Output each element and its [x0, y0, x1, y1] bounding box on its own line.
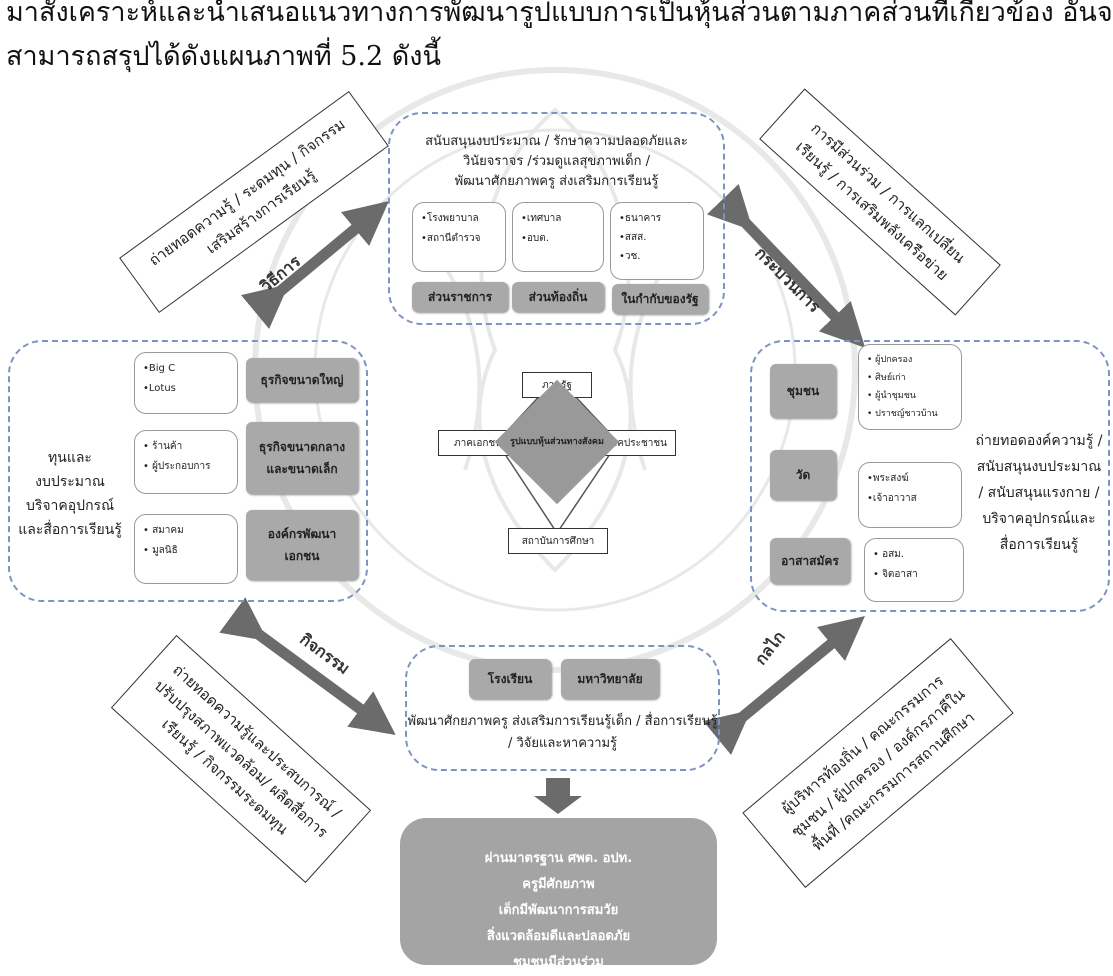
volunteer-card: • อสม. • จิตอาสา	[864, 538, 964, 602]
desc-line: สนับสนุนงบประมาณ / รักษาความปลอดภัยและ	[425, 134, 688, 149]
core-label: รูปแบบหุ้นส่วนทางสังคม	[510, 437, 604, 447]
volunteer-tag: อาสาสมัคร	[770, 538, 850, 584]
government-agency-card: •โรงพยาบาล •สถานีตำรวจ	[412, 202, 506, 272]
university-tag: มหาวิทยาลัย	[561, 659, 659, 699]
desc-line: / วิจัยและหาความรู้	[507, 736, 618, 751]
list-item: • ปราชญ์ชาวบ้าน	[867, 409, 938, 419]
education-support-description: พัฒนาศักยภาพครู ส่งเสริมการเรียนรู้เด็ก …	[407, 711, 718, 755]
outcome-box: ผ่านมาตรฐาน ศพด. อปท. ครูมีศักยภาพ เด็กม…	[400, 818, 717, 970]
tag-line: ธุรกิจขนาดกลาง	[258, 440, 346, 454]
outcome-line: ผ่านมาตรฐาน ศพด. อปท.	[484, 851, 633, 866]
list-item: • ผู้ปกครอง	[867, 355, 913, 365]
list-item: • จิตอาสา	[873, 569, 918, 580]
community-sector-group: ชุมชน วัด อาสาสมัคร • ผู้ปกครอง • ศิษย์เ…	[750, 340, 1110, 612]
large-business-tag: ธุรกิจขนาดใหญ่	[246, 358, 358, 402]
heading-line-2: สามารถสรุปได้ดังแผนภาพที่ 5.2 ดังนี้	[6, 41, 441, 72]
desc-line: สนับสนุนงบประมาณ	[976, 459, 1102, 475]
list-item: •ธนาคาร	[619, 213, 662, 224]
community-card: • ผู้ปกครอง • ศิษย์เก่า • ผู้นำชุมชน • ป…	[858, 344, 962, 430]
list-item: •เทศบาล	[521, 213, 562, 224]
list-item: •สถานีตำรวจ	[421, 233, 481, 244]
state-enterprise-tag: ในกำกับของรัฐ	[612, 284, 708, 314]
list-item: •พระสงฆ์	[867, 473, 909, 484]
private-support-description: ทุนและ งบประมาณ บริจาคอุปกรณ์ และสื่อการ…	[18, 446, 122, 542]
list-item: • ผู้ประกอบการ	[143, 461, 211, 472]
outcome-line: ชุมชนมีส่วนร่วม	[513, 955, 604, 970]
list-item: • ร้านค้า	[143, 441, 183, 452]
arrow-bottom-left	[219, 597, 396, 736]
list-item: •อบต.	[521, 233, 549, 244]
arrow-down-head	[534, 796, 582, 814]
education-sector-group: โรงเรียน มหาวิทยาลัย พัฒนาศักยภาพครู ส่ง…	[405, 645, 720, 771]
desc-line: / สนับสนุนแรงกาย /	[978, 485, 1100, 501]
list-item: • ศิษย์เก่า	[867, 373, 906, 383]
desc-line: สื่อการเรียนรู้	[999, 537, 1079, 553]
local-government-card: •เทศบาล •อบต.	[512, 202, 604, 272]
tag-line: และขนาดเล็ก	[266, 462, 338, 476]
heading-line-1: มาสังเคราะห์และนำเสนอแนวทางการพัฒนารูปแบ…	[6, 0, 1113, 28]
state-enterprise-card: •ธนาคาร •สสส. •วช.	[610, 202, 704, 280]
sme-tag: ธุรกิจขนาดกลาง และขนาดเล็ก	[246, 422, 358, 494]
list-item: • สมาคม	[143, 525, 184, 536]
local-government-tag: ส่วนท้องถิ่น	[512, 282, 604, 312]
tag-line: เอกชน	[284, 549, 320, 563]
arrow-top-right	[706, 183, 866, 348]
list-item: •โรงพยาบาล	[421, 213, 479, 224]
desc-line: บริจาคอุปกรณ์	[25, 498, 115, 514]
desc-line: ถ่ายทอดองค์ความรู้ /	[975, 433, 1103, 449]
list-item: •Big C	[143, 363, 176, 374]
desc-line: พัฒนาศักยภาพครู ส่งเสริมการเรียนรู้	[454, 174, 659, 189]
list-item: • มูลนิธิ	[143, 545, 178, 556]
government-sector-group: สนับสนุนงบประมาณ / รักษาความปลอดภัยและ ว…	[388, 112, 725, 325]
list-item: •สสส.	[619, 232, 647, 243]
arrow-bottom-right	[703, 616, 865, 755]
outcome-line: ครูมีศักยภาพ	[522, 877, 595, 892]
desc-line: บริจาคอุปกรณ์และ	[982, 511, 1096, 527]
community-support-description: ถ่ายทอดองค์ความรู้ / สนับสนุนงบประมาณ / …	[970, 428, 1108, 558]
government-support-description: สนับสนุนงบประมาณ / รักษาความปลอดภัยและ ว…	[390, 132, 723, 192]
arrow-top-left	[241, 200, 389, 329]
private-sector-group: ทุนและ งบประมาณ บริจาคอุปกรณ์ และสื่อการ…	[8, 340, 368, 602]
community-tag: ชุมชน	[770, 364, 836, 418]
school-tag: โรงเรียน	[469, 659, 551, 699]
desc-line: งบประมาณ	[35, 474, 105, 490]
ngo-card: • สมาคม • มูลนิธิ	[134, 514, 238, 584]
tag-line: ธุรกิจขนาดใหญ่	[260, 373, 344, 387]
outcome-line: สิ่งแวดล้อมดีและปลอดภัย	[486, 929, 631, 944]
sme-card: • ร้านค้า • ผู้ประกอบการ	[134, 430, 238, 494]
list-item: • อสม.	[873, 549, 904, 560]
government-agency-tag: ส่วนราชการ	[412, 282, 508, 312]
large-business-card: •Big C •Lotus	[134, 352, 238, 414]
desc-line: ทุนและ	[48, 450, 92, 466]
arrow-down-shaft	[546, 778, 570, 796]
tag-line: องค์กรพัฒนา	[267, 527, 337, 541]
outcome-line: เด็กมีพัฒนาการสมวัย	[498, 903, 619, 918]
list-item: •วช.	[619, 251, 641, 262]
ngo-tag: องค์กรพัฒนา เอกชน	[246, 510, 358, 580]
list-item: •เจ้าอาวาส	[867, 493, 917, 504]
desc-line: และสื่อการเรียนรู้	[18, 522, 122, 538]
temple-tag: วัด	[770, 450, 836, 500]
list-item: • ผู้นำชุมชน	[867, 391, 916, 401]
education-node: สถาบันการศึกษา	[508, 528, 608, 554]
list-item: •Lotus	[143, 383, 176, 394]
temple-card: •พระสงฆ์ •เจ้าอาวาส	[858, 462, 962, 528]
desc-line: พัฒนาศักยภาพครู ส่งเสริมการเรียนรู้เด็ก …	[407, 714, 718, 729]
desc-line: วินัยจราจร /ร่วมดูแลสุขภาพเด็ก /	[463, 154, 650, 169]
